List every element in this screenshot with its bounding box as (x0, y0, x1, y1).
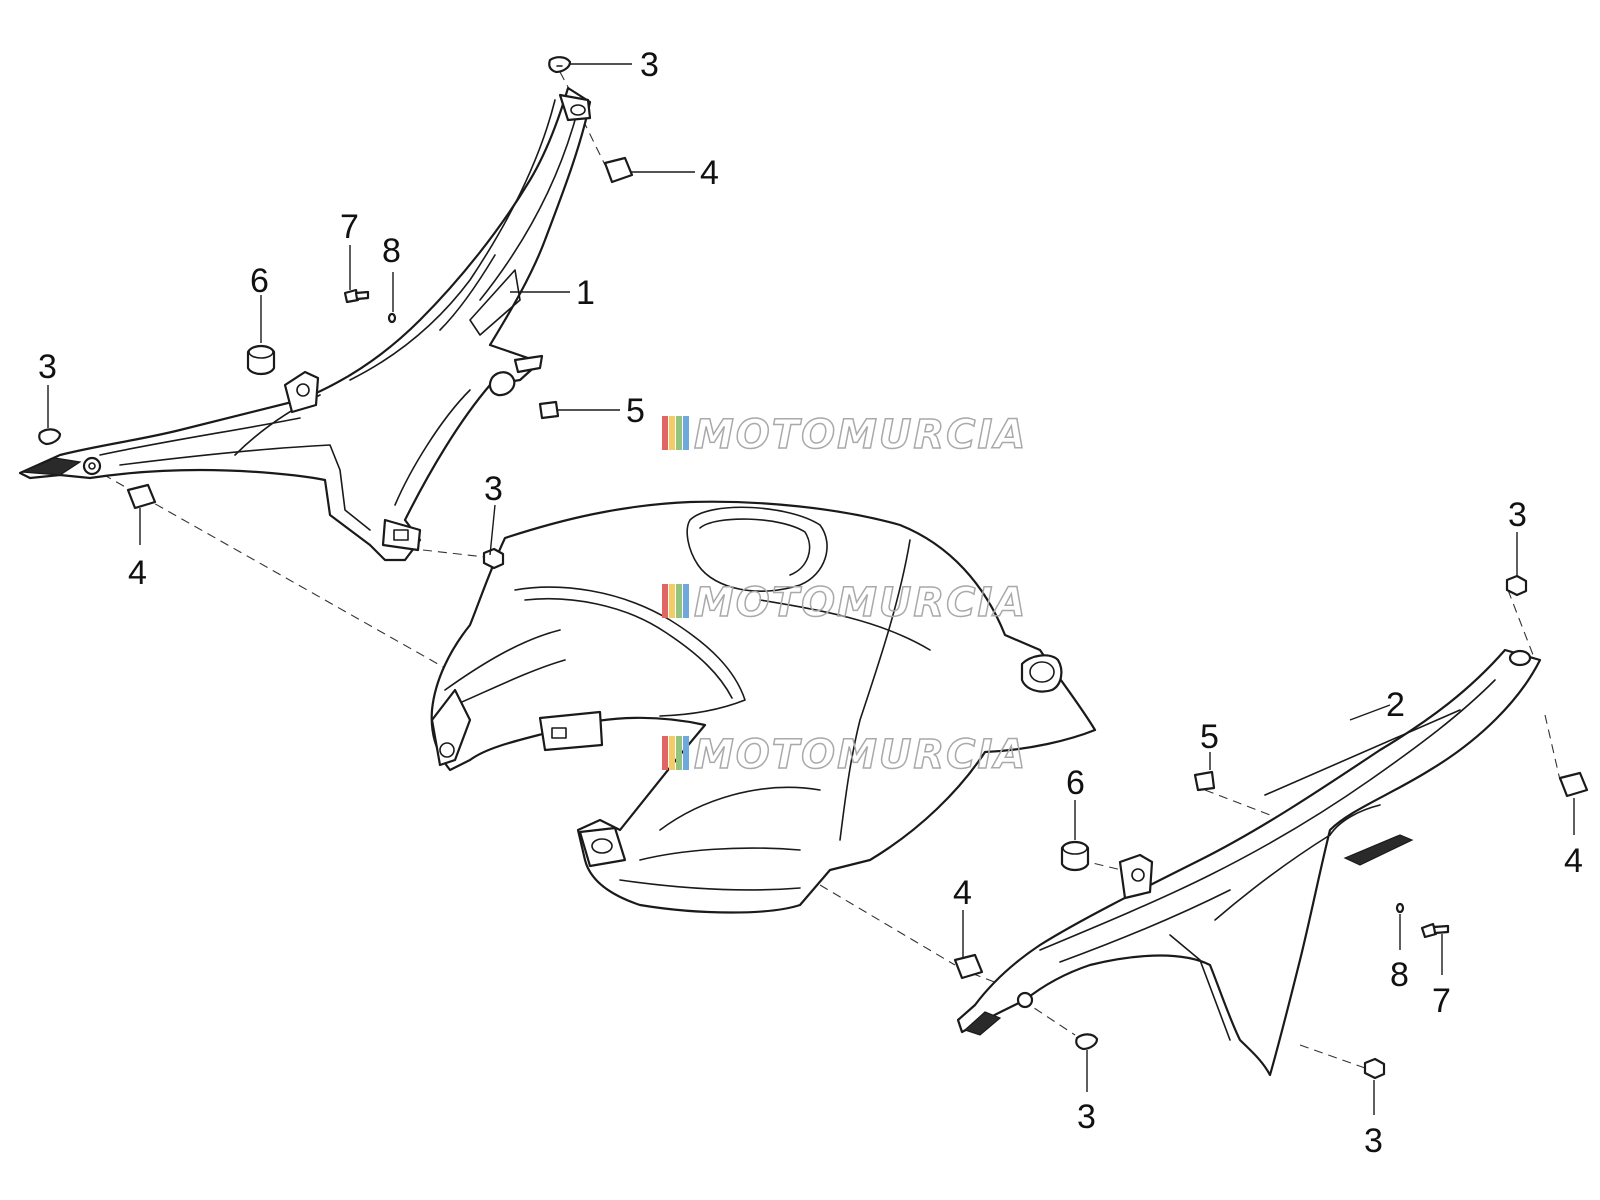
watermark-1: MOTOMURCIA (662, 411, 1027, 459)
watermark-3: MOTOMURCIA (662, 731, 1027, 779)
callout-4: 4 (953, 874, 972, 912)
callout-3: 3 (1508, 496, 1527, 534)
callout-8: 8 (382, 232, 401, 270)
callout-3: 3 (640, 46, 659, 84)
watermark-text: MOTOMURCIA (694, 580, 1027, 626)
callout-6: 6 (1066, 764, 1085, 802)
callout-3: 3 (1364, 1122, 1383, 1160)
callout-6: 6 (250, 262, 269, 300)
leader-lines (47, 63, 1575, 1115)
watermark-stripe (676, 584, 682, 618)
callout-4: 4 (128, 554, 147, 592)
watermark: MOTOMURCIA MOTOMURCIA MOTOMURCIA (662, 411, 1027, 779)
watermark-stripe (683, 416, 689, 450)
watermark-text: MOTOMURCIA (694, 412, 1027, 458)
watermark-stripe (669, 736, 675, 770)
side-cover-right (956, 648, 1542, 1077)
callout-2: 2 (1386, 686, 1405, 724)
callout-7: 7 (1432, 982, 1451, 1020)
watermark-stripe (662, 584, 668, 618)
watermark-stripe (662, 416, 668, 450)
watermark-stripe (676, 416, 682, 450)
watermark-2: MOTOMURCIA (662, 579, 1027, 627)
watermark-text: MOTOMURCIA (694, 732, 1027, 778)
callout-3: 3 (38, 348, 57, 386)
fasteners (38, 56, 1589, 1080)
callout-3: 3 (484, 470, 503, 508)
callout-1: 1 (576, 274, 595, 312)
callout-3: 3 (1077, 1098, 1096, 1136)
watermark-stripe (683, 584, 689, 618)
watermark-stripe (669, 584, 675, 618)
tank-cover (430, 500, 1097, 914)
callouts: 3 4 1 7 8 6 3 5 4 3 3 2 5 6 4 4 8 7 3 3 (38, 46, 1583, 1160)
watermark-stripe (662, 736, 668, 770)
callout-4: 4 (700, 154, 719, 192)
callout-8: 8 (1390, 956, 1409, 994)
watermark-stripe (676, 736, 682, 770)
watermark-stripe (683, 736, 689, 770)
callout-5: 5 (1200, 718, 1219, 756)
callout-4: 4 (1564, 842, 1583, 880)
callout-7: 7 (340, 208, 359, 246)
watermark-stripe (669, 416, 675, 450)
callout-5: 5 (626, 392, 645, 430)
side-cover-left (18, 86, 592, 562)
